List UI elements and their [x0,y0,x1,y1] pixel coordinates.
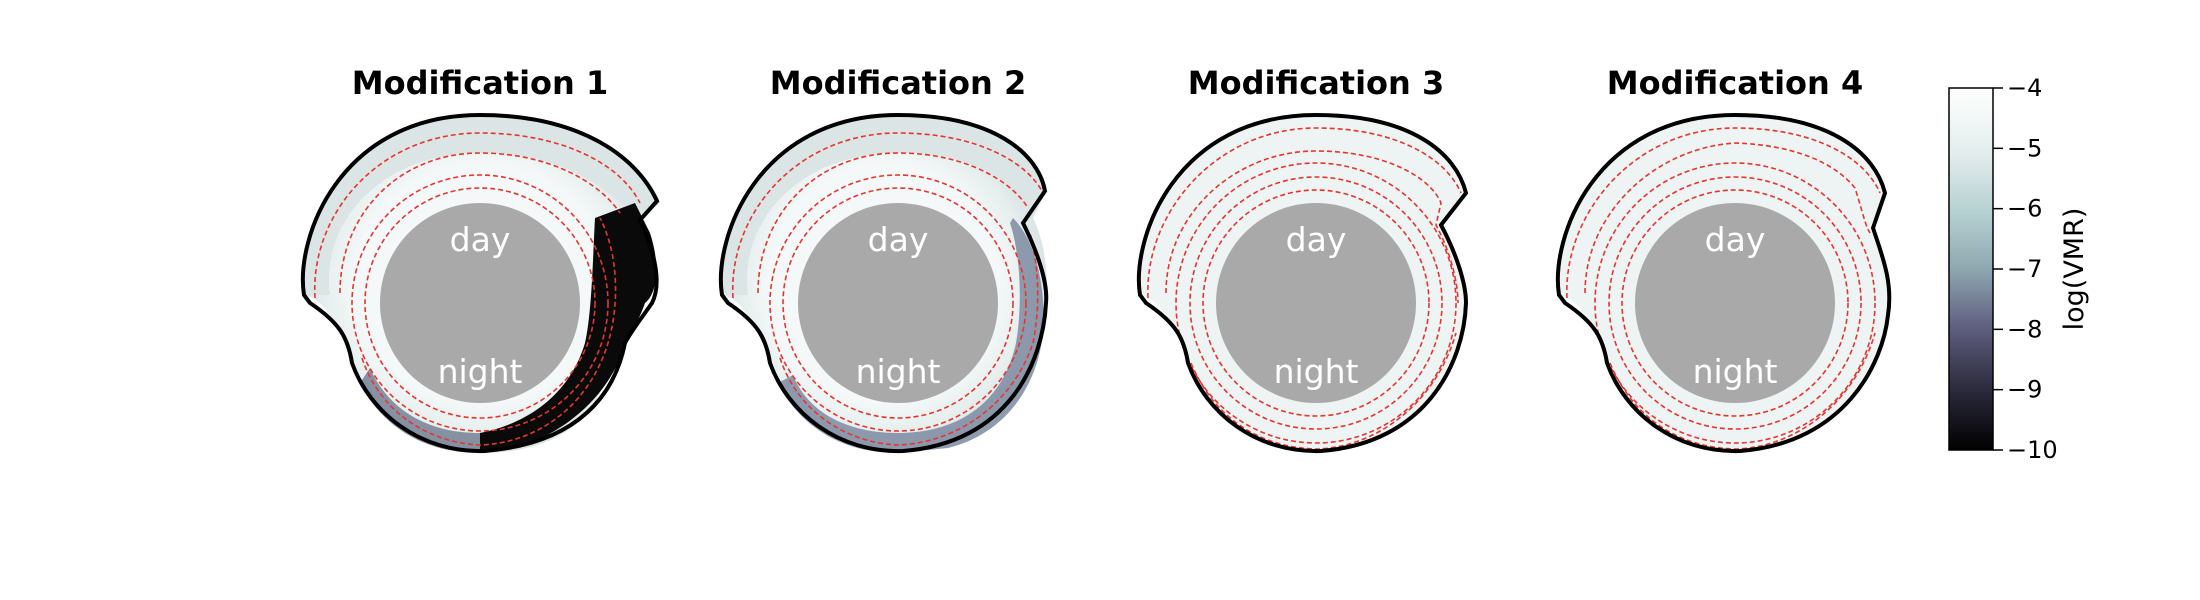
colorbar-ticks: −4 −5 −6 −7 −8 −9 −10 [1993,74,2058,464]
night-label: night [1274,352,1359,391]
panel-modification-3: Modification 3 day night [1137,64,1469,454]
contour-lines [1566,127,1881,450]
colorbar-tick-label: −4 [2007,74,2042,102]
colorbar-tick-label: −10 [2007,436,2058,464]
colorbar-tick-label: −6 [2007,195,2042,223]
colorbar-tick-label: −8 [2007,315,2042,343]
day-label: day [868,220,929,259]
colorbar-gradient [1948,87,1994,451]
planet-outline [719,112,1049,454]
night-label: night [1693,352,1778,391]
day-label: day [1286,220,1347,259]
panel-title: Modification 2 [770,64,1026,102]
colorbar-tick-label: −7 [2007,255,2042,283]
night-label: night [438,352,523,391]
colorbar-label: log(VMR) [2059,208,2090,331]
planet-outline [1137,112,1469,454]
contour-lines [1147,127,1462,450]
panel-title: Modification 1 [352,64,608,102]
planet-outline [1556,112,1892,454]
day-label: day [1705,220,1766,259]
contour-lines [732,132,1044,446]
day-label: day [450,220,511,259]
atmosphere-top-band [720,115,1046,295]
planet-disk [1216,203,1416,403]
panel-modification-4: Modification 4 day night [1556,64,1892,454]
panel-title: Modification 3 [1188,64,1444,102]
panel-modification-1: Modification 1 day night [301,64,660,454]
panel-title: Modification 4 [1607,64,1863,102]
planet-disk [798,203,998,403]
colorbar-tick-label: −5 [2007,134,2042,162]
atmosphere-top-band [302,115,660,295]
colorbar-tick-label: −9 [2007,376,2042,404]
contour-lines [314,132,641,446]
nightside-gradient [778,218,1044,453]
planet-disk [380,203,580,403]
planet-outline [301,112,660,454]
nightside-gradient [360,368,480,453]
night-label: night [856,352,941,391]
colorbar: −4 −5 −6 −7 −8 −9 −10 log(VMR) [1948,74,2090,464]
planet-disk [1635,203,1835,403]
panel-modification-2: Modification 2 day night [719,64,1049,454]
depleted-region [480,203,657,453]
